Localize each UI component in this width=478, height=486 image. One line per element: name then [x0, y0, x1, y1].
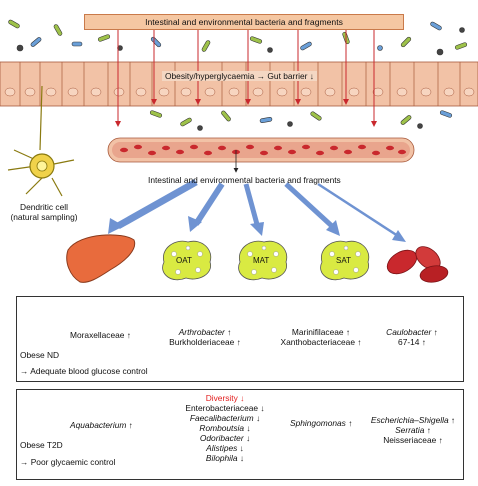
taxon-burkholderiaceae: Burkholderiaceae ↑ — [169, 337, 241, 348]
adipose-oat — [162, 240, 212, 281]
taxon-arthrobacter: Arthrobacter ↑ — [165, 327, 245, 337]
nd-col4: Caulobacter ↑ 67-14 ↑ — [382, 327, 442, 347]
t2d-col2-row-5: Bilophila ↓ — [180, 453, 270, 463]
arrow-up: ↑ — [227, 327, 232, 337]
taxon-name: Neisseriaceae — [383, 435, 437, 446]
red-blood-cells — [386, 246, 449, 283]
taxon-arrow: ↓ — [253, 413, 261, 424]
taxon-sphingomonas: Sphingomonas — [290, 418, 346, 428]
t2d-col2-list: Enterobacteriaceae ↓Faecalibacterium ↓Ro… — [180, 403, 270, 463]
top-label-bar: Intestinal and environmental bacteria an… — [84, 14, 404, 30]
adipose-sat — [320, 240, 370, 281]
t2d-col4-list: Escherichia–Shigella ↑Serratia ↑Neisseri… — [368, 415, 458, 445]
control-note-nd: → Adequate blood glucose control — [20, 366, 148, 376]
taxon-moraxellaceae: Moraxellaceae ↑ — [70, 330, 131, 340]
dissemination-arrows — [108, 178, 406, 242]
t2d-col4-row-1: Serratia ↑ — [368, 425, 458, 435]
t2d-col4: Escherichia–Shigella ↑Serratia ↑Neisseri… — [368, 415, 458, 445]
taxon-xanthobacteriaceae: Xanthobacteriaceae ↑ — [280, 337, 362, 348]
panel-obese-t2d — [16, 389, 464, 480]
taxon-arrow: ↓ — [237, 443, 244, 454]
arrow-up: ↑ — [128, 420, 133, 430]
arrow-up: ↑ — [348, 418, 353, 428]
control-note-t2d: → Poor glycaemic control — [20, 457, 116, 467]
t2d-col1: Aquabacterium ↑ — [70, 420, 133, 430]
taxon-name: Arthrobacter — [178, 327, 225, 337]
taxon-name: Alistipes — [206, 443, 238, 454]
oat-label: OAT — [176, 256, 192, 265]
nd-col2: Arthrobacter ↑ Burkholderiaceae ↑ — [165, 327, 245, 347]
panel-obese-nd — [16, 296, 464, 382]
blood-vessel — [107, 137, 415, 163]
group-label-t2d: Obese T2D — [20, 440, 63, 450]
liver-illustration — [66, 234, 136, 283]
t2d-col2: Diversity ↓ Enterobacteriaceae ↓Faecalib… — [180, 393, 270, 464]
taxon-arrow: ↓ — [243, 433, 251, 444]
translocation-arrows — [115, 30, 377, 127]
taxon-name: Enterobacteriaceae — [185, 403, 259, 414]
arrow-up: ↑ — [433, 327, 438, 337]
taxon-arrow: ↑ — [448, 415, 456, 425]
gut-barrier-label: Obesity/hyperglycaemia → Gut barrier ↓ — [162, 71, 317, 81]
t2d-col2-row-3: Odoribacter ↓ — [180, 433, 270, 443]
t2d-col3: Sphingomonas ↑ — [290, 418, 352, 428]
dendritic-label-line1: Dendritic cell — [20, 202, 68, 212]
group-label-nd: Obese ND — [20, 350, 60, 360]
taxon-arrow: ↑ — [436, 435, 443, 446]
t2d-col4-row-0: Escherichia–Shigella ↑ — [368, 415, 458, 425]
t2d-col2-row-1: Faecalibacterium ↓ — [180, 413, 270, 423]
taxon-name: Caulobacter — [386, 327, 432, 337]
dendritic-label: Dendritic cell (natural sampling) — [6, 202, 82, 222]
taxon-name: Romboutsia — [199, 423, 245, 434]
taxon-marinifilaceae: Marinifilaceae ↑ — [291, 327, 351, 337]
taxon-name: Odoribacter — [199, 433, 244, 444]
taxon-arrow: ↓ — [237, 453, 245, 464]
gut-epithelium — [0, 61, 478, 107]
t2d-col2-row-0: Enterobacteriaceae ↓ — [180, 403, 270, 413]
taxon-name: Bilophila — [205, 453, 238, 464]
adipose-mat — [238, 240, 288, 281]
vessel-bacteria-label: Intestinal and environmental bacteria an… — [148, 175, 341, 185]
dendritic-label-line2: (natural sampling) — [10, 212, 78, 223]
taxon-name: Faecalibacterium — [189, 413, 254, 424]
t2d-col4-row-2: Neisseriaceae ↑ — [368, 435, 458, 445]
nd-col3: Marinifilaceae ↑ Xanthobacteriaceae ↑ — [276, 327, 366, 347]
taxon-aquabacterium: Aquabacterium — [70, 420, 127, 430]
taxon-caulobacter: Caulobacter ↑ — [382, 327, 442, 337]
taxon-name: Escherichia–Shigella — [370, 415, 449, 425]
nd-col1: Moraxellaceae ↑ — [70, 330, 131, 340]
diversity-label: Diversity ↓ — [205, 393, 245, 403]
taxon-arrow: ↓ — [258, 403, 265, 414]
dendritic-cell — [7, 85, 75, 197]
mat-label: MAT — [253, 256, 270, 265]
sat-label: SAT — [336, 256, 351, 265]
taxon-67-14: 67-14 ↑ — [398, 337, 426, 348]
taxon-name: Serratia — [395, 425, 425, 436]
t2d-col2-row-2: Romboutsia ↓ — [180, 423, 270, 433]
t2d-col2-row-4: Alistipes ↓ — [180, 443, 270, 453]
taxon-arrow: ↓ — [244, 423, 251, 434]
bacteria-cluster-bottom — [149, 110, 453, 131]
taxon-arrow: ↑ — [424, 425, 431, 436]
